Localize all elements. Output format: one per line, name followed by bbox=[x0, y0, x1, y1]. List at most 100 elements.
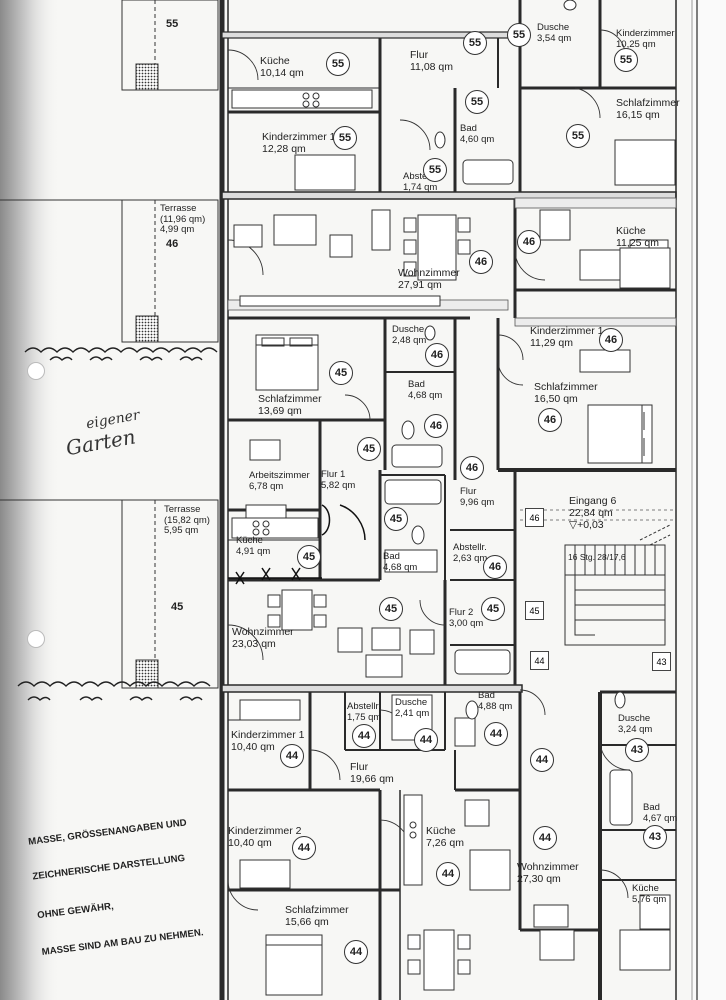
disclaimer-text: MASSE, GRÖSSENANGABEN UND ZEICHNERISCHE … bbox=[25, 795, 205, 969]
room-name: Schlafzimmer bbox=[534, 381, 598, 393]
staircase bbox=[564, 524, 671, 646]
room-name: Kinderzimmer 1 bbox=[530, 325, 604, 337]
garden-unit-55: 55 bbox=[166, 18, 179, 30]
unit-marker-45: 45 bbox=[297, 545, 321, 569]
room-name: Wohnzimmer bbox=[517, 861, 579, 873]
unit-marker-44: 44 bbox=[436, 862, 460, 886]
unit-marker-44: 44 bbox=[292, 836, 316, 860]
room-name: Schlafzimmer bbox=[285, 904, 349, 916]
room-area: 11,29 qm bbox=[530, 336, 573, 349]
stair-marker-46: 46 bbox=[525, 508, 544, 527]
disclaimer-line-1: MASSE, GRÖSSENANGABEN UND bbox=[27, 817, 188, 848]
unit-marker-55: 55 bbox=[566, 124, 590, 148]
room-area: 11,08 qm bbox=[410, 60, 453, 73]
unit-marker-46: 46 bbox=[469, 250, 493, 274]
room-name: Küche bbox=[616, 225, 646, 237]
walls bbox=[219, 0, 677, 1000]
room-area: 27,30 qm bbox=[517, 872, 561, 885]
room-area: 12,28 qm bbox=[262, 142, 306, 155]
room-area: 7,26 qm bbox=[426, 836, 464, 849]
room-area: 4,68 qm bbox=[383, 561, 418, 573]
garden-unit-45: 45 bbox=[171, 601, 184, 613]
unit-marker-46: 46 bbox=[517, 230, 541, 254]
room-area: 5,82 qm bbox=[321, 479, 356, 491]
room-area: 9,96 qm bbox=[460, 496, 495, 508]
room-name: Küche bbox=[236, 535, 263, 546]
room-area: 4,91 qm bbox=[236, 545, 271, 557]
room-name: Flur bbox=[410, 49, 429, 61]
room-area: 4,67 qm bbox=[643, 812, 678, 824]
unit-marker-46: 46 bbox=[460, 456, 484, 480]
hedge-scribble bbox=[17, 347, 218, 701]
unit-marker-55: 55 bbox=[614, 48, 638, 72]
room-area: 16,50 qm bbox=[534, 392, 578, 405]
level-mark: ▽+0,03 bbox=[569, 518, 604, 531]
room-name: Bad bbox=[478, 690, 495, 701]
unit-marker-44: 44 bbox=[352, 724, 376, 748]
room-name: Dusche bbox=[537, 22, 570, 33]
unit-marker-46: 46 bbox=[483, 555, 507, 579]
unit-marker-44: 44 bbox=[414, 728, 438, 752]
unit-marker-45: 45 bbox=[379, 597, 403, 621]
room-area: 2,41 qm bbox=[395, 707, 430, 719]
unit-marker-45: 45 bbox=[357, 437, 381, 461]
unit-marker-44: 44 bbox=[280, 744, 304, 768]
garden-area bbox=[0, 0, 219, 689]
punch-hole-bottom bbox=[27, 630, 45, 648]
room-area: 10,40 qm bbox=[228, 836, 272, 849]
unit-marker-44: 44 bbox=[533, 826, 557, 850]
room-name: Abstellr. bbox=[403, 171, 437, 182]
room-area: 16,15 qm bbox=[616, 108, 660, 121]
room-area: 11,25 qm bbox=[616, 236, 659, 249]
room-name: Bad bbox=[643, 802, 660, 813]
room-area: 15,66 qm bbox=[285, 915, 329, 928]
unit-marker-55: 55 bbox=[507, 23, 531, 47]
room-name: Kinderzimmer 2 bbox=[228, 825, 302, 837]
room-area: 23,03 qm bbox=[232, 637, 276, 650]
room-name: Flur 1 bbox=[321, 469, 346, 480]
room-name: Küche bbox=[260, 55, 290, 67]
room-name: Bad bbox=[460, 123, 477, 134]
unit-marker-55: 55 bbox=[326, 52, 350, 76]
room-area: 22,84 qm bbox=[569, 506, 613, 519]
unit-marker-46: 46 bbox=[599, 328, 623, 352]
room-label-terrasse-45: Terrasse (15,82 qm)5,95 qm bbox=[164, 504, 210, 537]
room-name: Schlafzimmer bbox=[616, 97, 680, 109]
room-name: Kinderzimmer bbox=[616, 28, 675, 39]
room-name: Flur 2 bbox=[449, 607, 474, 618]
room-name: Terrasse (15,82 qm) bbox=[164, 504, 210, 526]
room-name: Terrasse (11,96 qm) bbox=[160, 203, 206, 225]
unit-marker-43: 43 bbox=[625, 738, 649, 762]
room-area: 27,91 qm bbox=[398, 278, 442, 291]
unit-marker-44: 44 bbox=[484, 722, 508, 746]
room-area: 10,40 qm bbox=[231, 740, 275, 753]
room-area: 4,88 qm bbox=[478, 700, 513, 712]
disclaimer-line-3: OHNE GEWÄHR, bbox=[36, 900, 115, 922]
room-area: 5,76 qm bbox=[632, 893, 667, 905]
room-area: 3,24 qm bbox=[618, 723, 653, 735]
stairs-label: 16 Stg. 28/17,6 bbox=[568, 552, 626, 562]
stair-marker-44: 44 bbox=[530, 651, 549, 670]
